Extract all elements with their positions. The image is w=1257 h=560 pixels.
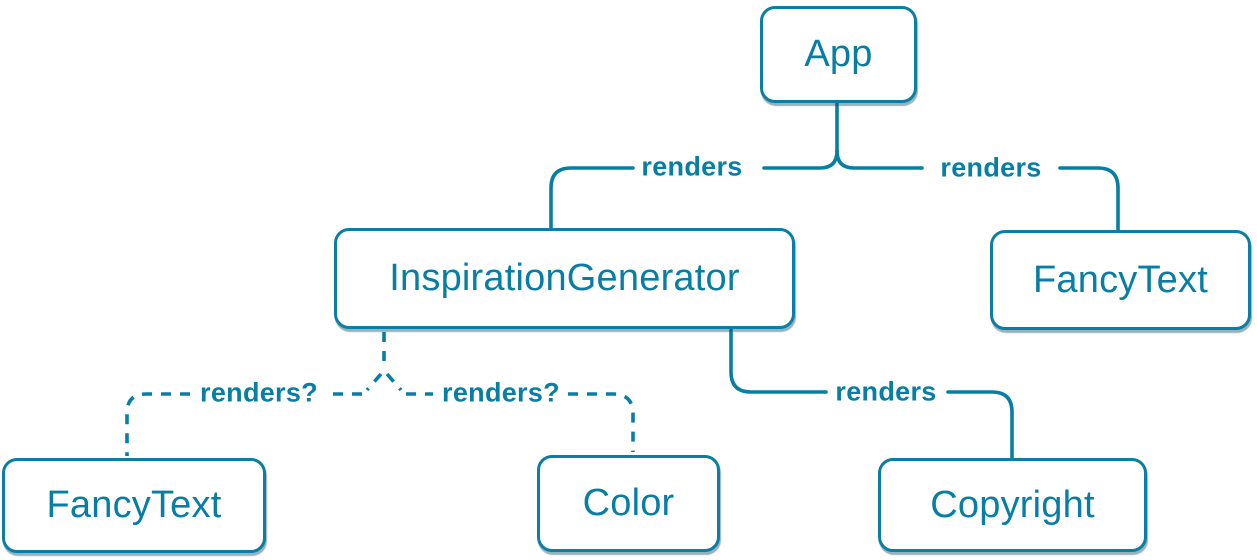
node-app-label: App — [804, 33, 873, 75]
node-fancy-text-bottom: FancyText — [2, 458, 266, 553]
edge-inspirationgenerator-copyright — [729, 328, 1014, 460]
node-inspiration-generator-label: InspirationGenerator — [389, 257, 740, 299]
edge-label-renders-question-left: renders? — [200, 377, 318, 408]
node-inspiration-generator: InspirationGenerator — [334, 228, 795, 329]
node-color: Color — [537, 455, 720, 552]
edge-label-renders-left: renders — [641, 151, 743, 182]
node-copyright: Copyright — [878, 458, 1147, 552]
node-fancy-text-top-label: FancyText — [1033, 258, 1208, 301]
edge-inspirationgenerator-fancytext-dashed — [125, 372, 383, 456]
edge-app-fancytext — [835, 149, 1120, 232]
node-fancy-text-top: FancyText — [990, 230, 1251, 330]
edge-label-renders-question-right: renders? — [442, 377, 560, 408]
node-copyright-label: Copyright — [930, 483, 1095, 526]
edge-label-renders-right: renders — [940, 152, 1042, 183]
edge-label-renders-copyright: renders — [835, 376, 937, 407]
node-app: App — [760, 6, 917, 103]
node-fancy-text-bottom-label: FancyText — [46, 484, 222, 526]
node-color-label: Color — [582, 482, 675, 524]
edge-inspirationgenerator-color-dashed — [385, 372, 635, 452]
